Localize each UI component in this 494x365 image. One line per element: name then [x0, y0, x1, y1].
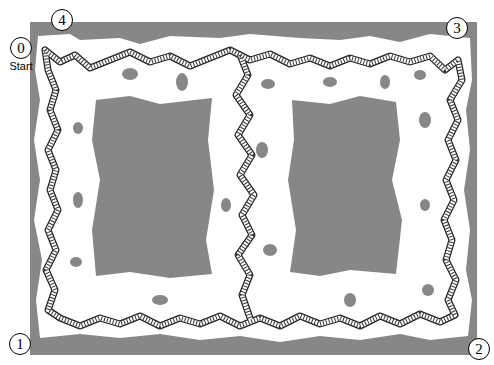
- callout-circle: 1: [9, 333, 31, 355]
- start-label: Start: [9, 60, 32, 72]
- callout-circle: 3: [446, 17, 468, 39]
- callout-number: 0: [10, 37, 32, 59]
- callout-circle: 2: [468, 338, 490, 360]
- callout-number: 4: [51, 9, 73, 31]
- callout-number: 3: [446, 17, 468, 39]
- callout-number: 1: [9, 333, 31, 355]
- callout-circle: 0Start: [10, 37, 32, 59]
- robot-trajectory: [45, 50, 462, 326]
- callout-circle: 4: [51, 9, 73, 31]
- occupied-ground: [30, 22, 477, 355]
- free-space: [34, 34, 472, 342]
- callout-number: 2: [468, 338, 490, 360]
